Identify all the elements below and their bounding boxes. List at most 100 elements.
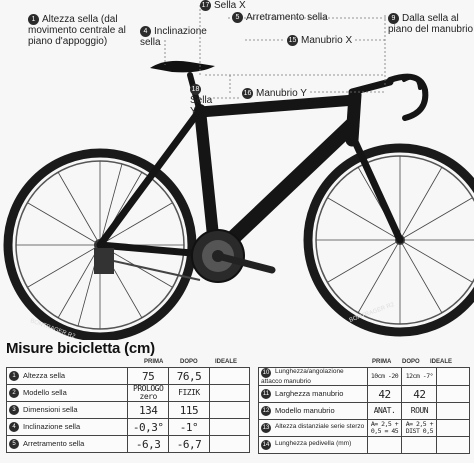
callout-text: Sella Y: [190, 95, 213, 117]
value-before[interactable]: [366, 436, 403, 454]
value-ideal[interactable]: [208, 401, 251, 419]
callout-number: 15: [287, 35, 298, 46]
row-label-text: Modello manubrio: [275, 406, 335, 415]
value-before[interactable]: 10cm -20: [366, 367, 403, 386]
col-header-ideal-right: IDEALE: [430, 359, 453, 365]
row-number: 3: [9, 405, 19, 415]
callout-number: 17: [200, 0, 211, 11]
row-label-text: Lunghezza/angolazione attacco manubrio: [261, 368, 344, 385]
value-before[interactable]: A= 2,5 + 0,5 = 45: [366, 419, 403, 437]
value-after[interactable]: -6,7: [168, 435, 210, 453]
row-label: 1 Altezza sella: [5, 367, 129, 385]
row-number: 14: [261, 440, 271, 450]
row-number: 2: [9, 388, 19, 398]
value-after[interactable]: FIZIK: [168, 384, 210, 402]
value-ideal[interactable]: [208, 435, 251, 453]
callout-text: Arretramento sella: [246, 12, 328, 23]
row-number: 1: [9, 371, 19, 381]
front-wheel: [303, 143, 474, 337]
table-row: 14 Lunghezza pedivella (mm): [258, 436, 470, 454]
callout-number: 9: [388, 13, 399, 24]
value-before[interactable]: PROLOGO zero: [127, 384, 170, 402]
value-after[interactable]: 42: [401, 385, 438, 403]
row-label-text: Altezza sella: [23, 371, 66, 380]
row-label: 2 Modello sella: [5, 384, 129, 402]
callout-text: Dalla sella al piano del manubrio: [388, 13, 474, 35]
value-after[interactable]: -1°: [168, 418, 210, 436]
value-before[interactable]: -0,3°: [127, 418, 170, 436]
value-ideal[interactable]: [208, 367, 251, 385]
row-number: 10: [261, 368, 271, 378]
value-ideal[interactable]: [436, 367, 470, 386]
value-after[interactable]: 115: [168, 401, 210, 419]
table-row: 2 Modello sella PROLOGO zero FIZIK: [5, 384, 251, 402]
value-ideal[interactable]: [436, 402, 470, 420]
callout-text: Sella X: [214, 0, 246, 11]
saddle: [150, 60, 215, 73]
callout-number: 18: [190, 84, 201, 95]
row-label-text: Lunghezza pedivella (mm): [275, 440, 352, 447]
callout-text: Altezza sella (dal movimento centrale al…: [28, 14, 126, 47]
callout-number: 16: [242, 88, 253, 99]
callout-text: Manubrio X: [301, 35, 353, 46]
row-label: 12 Modello manubrio: [258, 402, 368, 420]
row-number: 13: [261, 423, 271, 433]
value-before[interactable]: ANAT.: [366, 402, 403, 420]
row-label: 14 Lunghezza pedivella (mm): [258, 436, 368, 454]
value-after[interactable]: [401, 436, 438, 454]
value-ideal[interactable]: [436, 385, 470, 403]
row-label-text: Inclinazione sella: [23, 422, 81, 431]
front-tire-brand: BONTRAGER R2: [349, 302, 396, 324]
col-header-after: DOPO: [180, 359, 198, 365]
value-after[interactable]: ROUN: [401, 402, 438, 420]
value-after[interactable]: A= 2,5 + DIST 0,5: [401, 419, 438, 437]
callout-text: Manubrio Y: [256, 88, 307, 99]
value-before[interactable]: 42: [366, 385, 403, 403]
col-header-after-right: DOPO: [402, 359, 420, 365]
value-ideal[interactable]: [436, 419, 470, 437]
row-label-text: Larghezza manubrio: [275, 389, 344, 398]
col-header-before: PRIMA: [144, 359, 164, 365]
col-header-ideal: IDEALE: [215, 359, 238, 365]
col-header-before-right: PRIMA: [372, 359, 392, 365]
drivetrain: [94, 229, 276, 283]
value-before[interactable]: 75: [127, 367, 170, 385]
row-label-text: Modello sella: [23, 388, 67, 397]
value-ideal[interactable]: [436, 436, 470, 454]
row-label-text: Dimensioni sella: [23, 405, 78, 414]
callout-number: 4: [140, 26, 151, 37]
value-ideal[interactable]: [208, 384, 251, 402]
table-title: Misure bicicletta (cm): [6, 340, 155, 357]
row-number: 5: [9, 439, 19, 449]
value-after[interactable]: 76,5: [168, 367, 210, 385]
table-row: 12 Modello manubrio ANAT. ROUN: [258, 402, 470, 420]
value-after[interactable]: 12cm -7°: [401, 367, 438, 386]
callout-number: 5: [232, 12, 243, 23]
row-number: 12: [261, 406, 271, 416]
bike-illustration: BONTRAGER R2 BONTRAGER R2: [3, 5, 474, 340]
value-before[interactable]: 134: [127, 401, 170, 419]
value-before[interactable]: -6,3: [127, 435, 170, 453]
handlebar: [348, 73, 429, 121]
table-row: 3 Dimensioni sella 134 115: [5, 401, 251, 419]
value-ideal[interactable]: [208, 418, 251, 436]
